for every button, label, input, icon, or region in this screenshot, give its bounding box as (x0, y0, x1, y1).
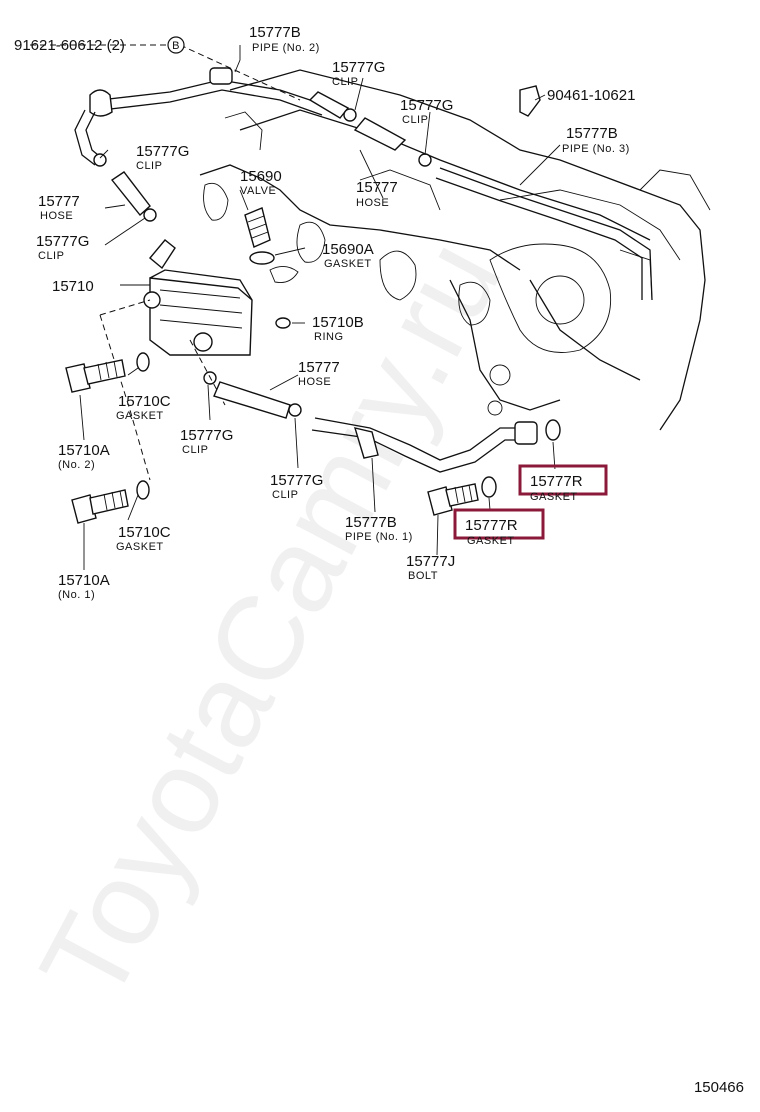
callout-part-number: 15777J (406, 553, 455, 570)
callout-15777b-pipe2[interactable]: 15777B PIPE (No. 2) (249, 24, 320, 54)
bolt-15710a-no1 (71, 489, 129, 524)
callout-15777g-clip-5[interactable]: 15777G CLIP (180, 427, 233, 456)
callout-description: PIPE (No. 3) (562, 143, 630, 155)
callout-description: CLIP (136, 160, 162, 172)
callout-15710a-no2[interactable]: 15710A (No. 2) (58, 442, 110, 471)
callout-description: CLIP (272, 489, 298, 501)
callout-description: BOLT (408, 570, 438, 582)
valve-15690 (244, 207, 299, 283)
callout-part-number: 15777G (400, 97, 453, 114)
watermark: ToyotaCamry.ru (15, 219, 527, 1022)
callout-description: GASKET (116, 410, 164, 422)
gasket-15777r-upper (545, 419, 561, 441)
callout-description: GASKET (324, 258, 372, 270)
callout-15690-valve[interactable]: 15690 VALVE (240, 168, 282, 197)
bracket-90461 (519, 85, 541, 117)
callout-part-number: 15777R (530, 473, 583, 490)
figure-number: 150466 (694, 1079, 744, 1096)
bolt-15710a-no2 (65, 359, 126, 393)
pipe-no3 (435, 167, 653, 301)
callout-description: HOSE (356, 197, 389, 209)
badge-circle (167, 36, 185, 54)
callout-description: PIPE (No. 2) (252, 42, 320, 54)
callout-part-number: 15690A (322, 241, 374, 258)
callout-15710[interactable]: 15710 (52, 278, 94, 295)
callout-part-number: 15777G (36, 233, 89, 250)
callout-part-number: 15777 (356, 179, 398, 196)
callout-90461-10621[interactable]: 90461-10621 (547, 87, 635, 104)
gasket-15710c-upper (136, 352, 150, 372)
callout-15777g-clip-1[interactable]: 15777G CLIP (332, 59, 385, 88)
callout-15690a-gasket[interactable]: 15690A GASKET (322, 241, 374, 270)
callout-15777-hose-2[interactable]: 15777 HOSE (38, 193, 80, 222)
callout-description: GASKET (467, 535, 515, 547)
callout-part-number: 15710 (52, 278, 94, 295)
callout-part-number: 15777B (249, 24, 301, 41)
highlight-box (518, 464, 608, 496)
callout-15777b-pipe3[interactable]: 15777B PIPE (No. 3) (562, 125, 630, 155)
callout-15777r-gasket-lower[interactable]: GASKET 15777R (453, 508, 545, 547)
callout-15777g-clip-4[interactable]: 15777G CLIP (36, 233, 89, 262)
callout-part-number: 15777G (180, 427, 233, 444)
callout-description: VALVE (240, 185, 276, 197)
callout-description: CLIP (402, 114, 428, 126)
callout-15777j-bolt[interactable]: 15777J BOLT (406, 553, 455, 582)
callout-description: HOSE (298, 376, 331, 388)
badge-letter: B (172, 40, 180, 52)
callout-part-number: 15777G (136, 143, 189, 160)
gasket-15777r-lower (481, 476, 497, 498)
bolt-15777j (427, 483, 479, 516)
callout-part-number: 15777 (38, 193, 80, 210)
callout-part-number: 15777G (332, 59, 385, 76)
callout-part-number: 15710B (312, 314, 364, 331)
callout-part-number: 15690 (240, 168, 282, 185)
callout-description: CLIP (332, 76, 358, 88)
callout-part-number: 15710C (118, 524, 171, 541)
callout-description: CLIP (38, 250, 64, 262)
oil-cooler-15710 (143, 239, 253, 356)
callout-description: PIPE (No. 1) (345, 531, 413, 543)
callout-15777-hose-3[interactable]: 15777 HOSE (298, 359, 340, 388)
callout-description: CLIP (182, 444, 208, 456)
callout-part-number: 91621-60612 (2) (14, 37, 125, 54)
callout-part-number: 15710C (118, 393, 171, 410)
callout-part-number: 15777R (465, 517, 518, 534)
callout-part-number: 15777 (298, 359, 340, 376)
gasket-15710c-lower (136, 480, 150, 500)
callout-15777b-pipe1[interactable]: 15777B PIPE (No. 1) (345, 514, 413, 543)
callout-part-number: 15777G (270, 472, 323, 489)
leader-lines (79, 45, 561, 570)
callout-description: (No. 1) (58, 589, 95, 601)
callout-description: (No. 2) (58, 459, 95, 471)
callout-description: GASKET (116, 541, 164, 553)
callout-15710a-no1[interactable]: 15710A (No. 1) (58, 572, 110, 601)
callout-part-number: 15710A (58, 442, 110, 459)
callout-15777g-clip-6[interactable]: 15777G CLIP (270, 472, 323, 501)
callout-description: GASKET (530, 491, 578, 503)
callout-description: RING (314, 331, 344, 343)
callout-15710c-gasket-1[interactable]: 15710C GASKET (116, 393, 171, 422)
callout-part-number: 15777B (566, 125, 618, 142)
pipe-no1 (311, 417, 538, 473)
callout-description: HOSE (40, 210, 73, 222)
callout-15777-hose-1[interactable]: 15777 HOSE (356, 179, 398, 209)
callout-part-number: 15777B (345, 514, 397, 531)
engine-block-outline (199, 69, 711, 431)
callout-91621-60612[interactable]: 91621-60612 (2) B (14, 36, 185, 54)
pipe-no2 (89, 67, 326, 117)
callout-part-number: 15710A (58, 572, 110, 589)
callout-part-number: 90461-10621 (547, 87, 635, 104)
callout-15777g-clip-2[interactable]: 15777G CLIP (400, 97, 453, 126)
lower-hose (213, 381, 291, 419)
callout-15777r-gasket-upper[interactable]: GASKET 15777R (518, 464, 608, 503)
ring-15710b (275, 317, 291, 329)
highlight-box (453, 508, 545, 540)
callout-15777g-clip-3[interactable]: 15777G CLIP (136, 143, 189, 172)
callout-15710b-ring[interactable]: 15710B RING (312, 314, 364, 343)
callout-15710c-gasket-2[interactable]: 15710C GASKET (116, 524, 171, 553)
